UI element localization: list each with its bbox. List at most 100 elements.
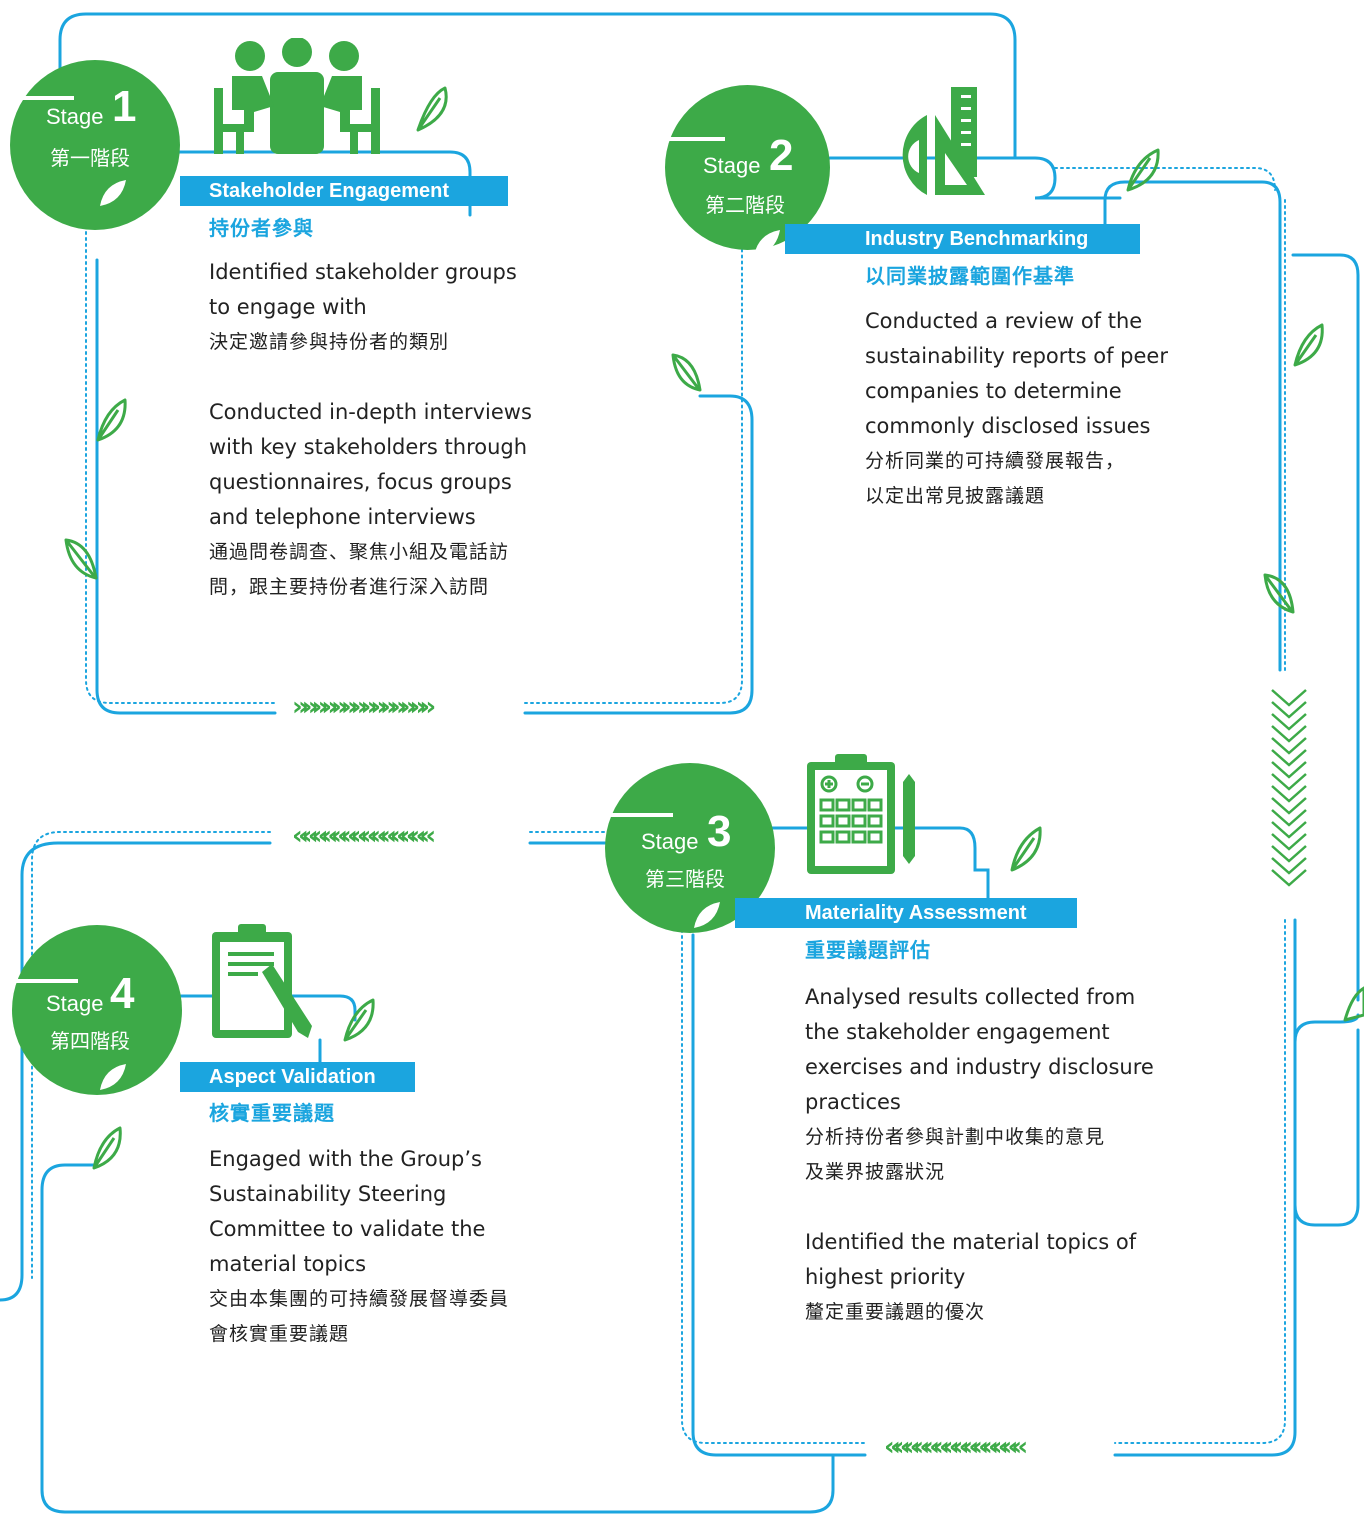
text-line: Identified stakeholder groups	[209, 260, 517, 284]
stage-label-zh: 第三階段	[645, 867, 725, 891]
connector-line	[95, 258, 277, 715]
stage-description: Analysed results collected from the stak…	[805, 980, 1245, 1330]
left-arrow-chevrons: ««««««««««««««	[884, 1432, 1028, 1462]
connector-line	[1113, 918, 1297, 1457]
text-line-zh: 會核實重要議題	[209, 1323, 350, 1345]
connector-line	[1293, 1013, 1360, 1227]
stage-title-zh: 核實重要議題	[209, 1101, 335, 1125]
connector-line	[168, 150, 472, 217]
text-line: Identified the material topics of	[805, 1230, 1137, 1254]
text-line: Engaged with the Group’s	[209, 1147, 482, 1171]
leaf-icon	[1293, 323, 1324, 367]
text-line: exercises and industry disclosure	[805, 1055, 1154, 1079]
stage-label-zh: 第二階段	[705, 193, 785, 217]
text-line: Conducted a review of the	[865, 309, 1143, 333]
text-line-zh: 決定邀請參與持份者的類別	[209, 331, 450, 353]
dotted-line	[1054, 167, 1276, 191]
stage-bar	[605, 813, 673, 817]
stage-title-zh: 重要議題評估	[805, 938, 931, 962]
stage-title-bar: Aspect Validation	[180, 1062, 415, 1092]
text-line-zh: 分析同業的可持續發展報告，	[865, 450, 1126, 472]
stage-title-zh: 持份者參與	[209, 216, 314, 240]
stage-bar	[10, 96, 74, 100]
stage-number: 4	[110, 969, 135, 1018]
stage-4-badge: Stage 4 第四階段	[12, 925, 182, 1095]
text-line-zh: 分析持份者參與計劃中收集的意見	[805, 1126, 1106, 1148]
leaf-icon	[1126, 148, 1160, 192]
text-line-zh: 及業界披露狀況	[805, 1161, 946, 1183]
leaf-icon	[416, 86, 448, 132]
stage-title-en: Stakeholder Engagement	[209, 180, 450, 202]
clipboard-checklist-icon	[807, 754, 915, 874]
text-line-zh: 問，跟主要持份者進行深入訪問	[209, 576, 490, 598]
stage-2-badge: Stage 2 第二階段	[665, 85, 830, 250]
text-line: Committee to validate the	[209, 1217, 486, 1241]
leaf-icon	[343, 998, 375, 1042]
connector-line	[0, 841, 272, 1302]
text-line: with key stakeholders through	[209, 435, 528, 459]
text-line: practices	[805, 1090, 901, 1114]
text-line: material topics	[209, 1252, 367, 1276]
stage-3-badge: Stage 3 第三階段	[605, 763, 775, 933]
right-arrow-chevrons: »»»»»»»»»»»»»»	[292, 692, 436, 722]
stage-label-zh: 第一階段	[50, 146, 130, 170]
stage-description: Identified stakeholder groups to engage …	[209, 255, 609, 605]
stage-title-en: Aspect Validation	[209, 1066, 376, 1088]
leaf-mark-icon	[100, 180, 126, 206]
stage-description: Conducted a review of the sustainability…	[865, 304, 1285, 514]
stage-title-en: Industry Benchmarking	[865, 228, 1089, 250]
stage-number: 3	[707, 807, 732, 856]
text-line: to engage with	[209, 295, 367, 319]
stage-title-bar: Industry Benchmarking	[785, 224, 1140, 254]
connector-line	[691, 933, 867, 1457]
connector-line	[58, 12, 1017, 160]
leaf-icon	[1263, 573, 1295, 614]
stage-word: Stage	[46, 991, 104, 1016]
leaf-icon	[1010, 826, 1042, 872]
text-line-zh: 以定出常見披露議題	[865, 485, 1046, 507]
stage-label-zh: 第四階段	[50, 1029, 130, 1053]
connector-line	[743, 826, 990, 902]
text-line: commonly disclosed issues	[865, 414, 1151, 438]
text-line: companies to determine	[865, 379, 1122, 403]
protractor-ruler-icon	[902, 87, 985, 195]
text-line: and telephone interviews	[209, 505, 476, 529]
leaf-icon	[64, 538, 98, 580]
text-line: highest priority	[805, 1265, 966, 1289]
text-line-zh: 通過問卷調查、聚焦小組及電話訪	[209, 541, 510, 563]
stage-title-zh: 以同業披露範圍作基準	[865, 264, 1075, 288]
connector-line	[1103, 180, 1282, 672]
stage-word: Stage	[703, 153, 761, 178]
connector-line	[1291, 253, 1360, 1002]
connector-line	[523, 394, 754, 715]
text-line: Conducted in-depth interviews	[209, 400, 532, 424]
stage-number: 2	[769, 131, 794, 180]
stage-word: Stage	[641, 829, 699, 854]
stage-bar	[12, 979, 78, 983]
stage-title-bar: Stakeholder Engagement	[180, 176, 508, 206]
dotted-line	[31, 831, 271, 1279]
dotted-line	[85, 159, 276, 704]
stage-description: Engaged with the Group’s Sustainability …	[209, 1142, 629, 1352]
meeting-people-icon	[214, 38, 380, 154]
leaf-mark-icon	[754, 230, 780, 256]
stage-bar	[665, 137, 725, 141]
stage-number: 1	[112, 82, 137, 131]
leaf-mark-icon	[694, 902, 720, 928]
text-line: sustainability reports of peer	[865, 344, 1168, 368]
stage-title-en: Materiality Assessment	[805, 902, 1027, 924]
text-line: the stakeholder engagement	[805, 1020, 1110, 1044]
text-line: Sustainability Steering	[209, 1182, 447, 1206]
clipboard-pencil-icon	[212, 924, 312, 1038]
connector-line	[148, 994, 357, 1022]
text-line: Analysed results collected from	[805, 985, 1136, 1009]
stage-title-bar: Materiality Assessment	[735, 898, 1077, 928]
dotted-line	[681, 869, 866, 1444]
leaf-mark-icon	[100, 1064, 126, 1090]
leaf-icon	[96, 398, 127, 442]
dotted-line	[1114, 919, 1286, 1444]
leaf-icon	[92, 1126, 122, 1170]
text-line-zh: 交由本集團的可持續發展督導委員	[209, 1288, 510, 1310]
connector-line	[40, 1163, 835, 1514]
